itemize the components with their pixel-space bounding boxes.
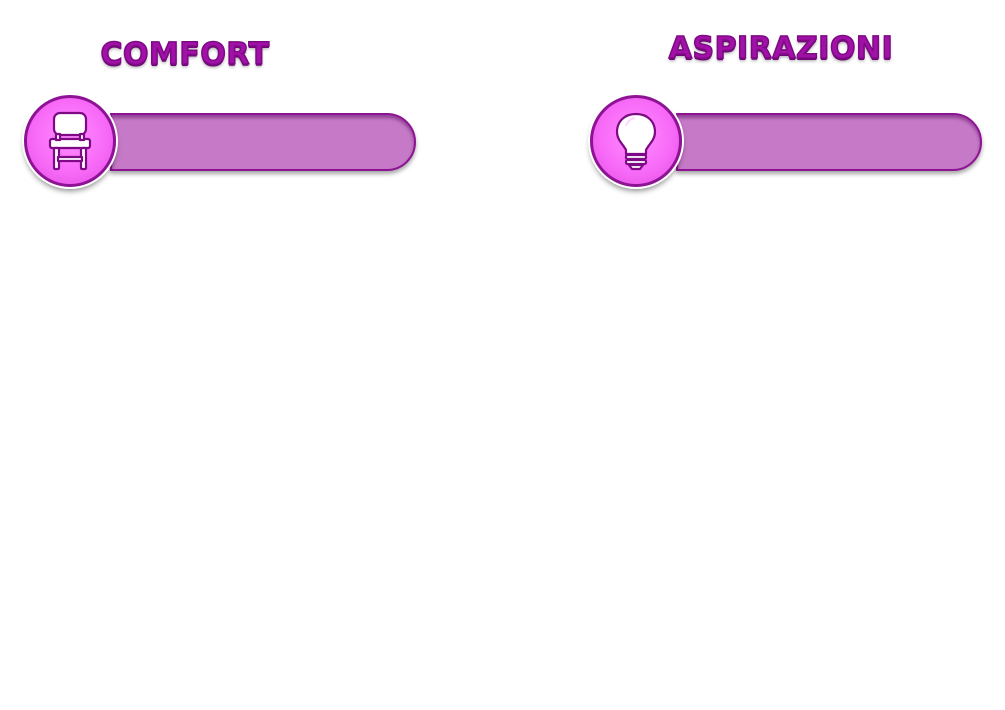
lightbulb-icon (590, 95, 682, 187)
aspiration-need-panel: ASPIRAZIONI (586, 0, 1005, 200)
chair-icon (24, 95, 116, 187)
aspiration-title: ASPIRAZIONI (668, 30, 894, 67)
comfort-meter-bar (110, 113, 416, 171)
comfort-need-panel: COMFORT (20, 0, 440, 200)
aspiration-meter-bar (676, 113, 982, 171)
comfort-title: COMFORT (100, 36, 270, 73)
